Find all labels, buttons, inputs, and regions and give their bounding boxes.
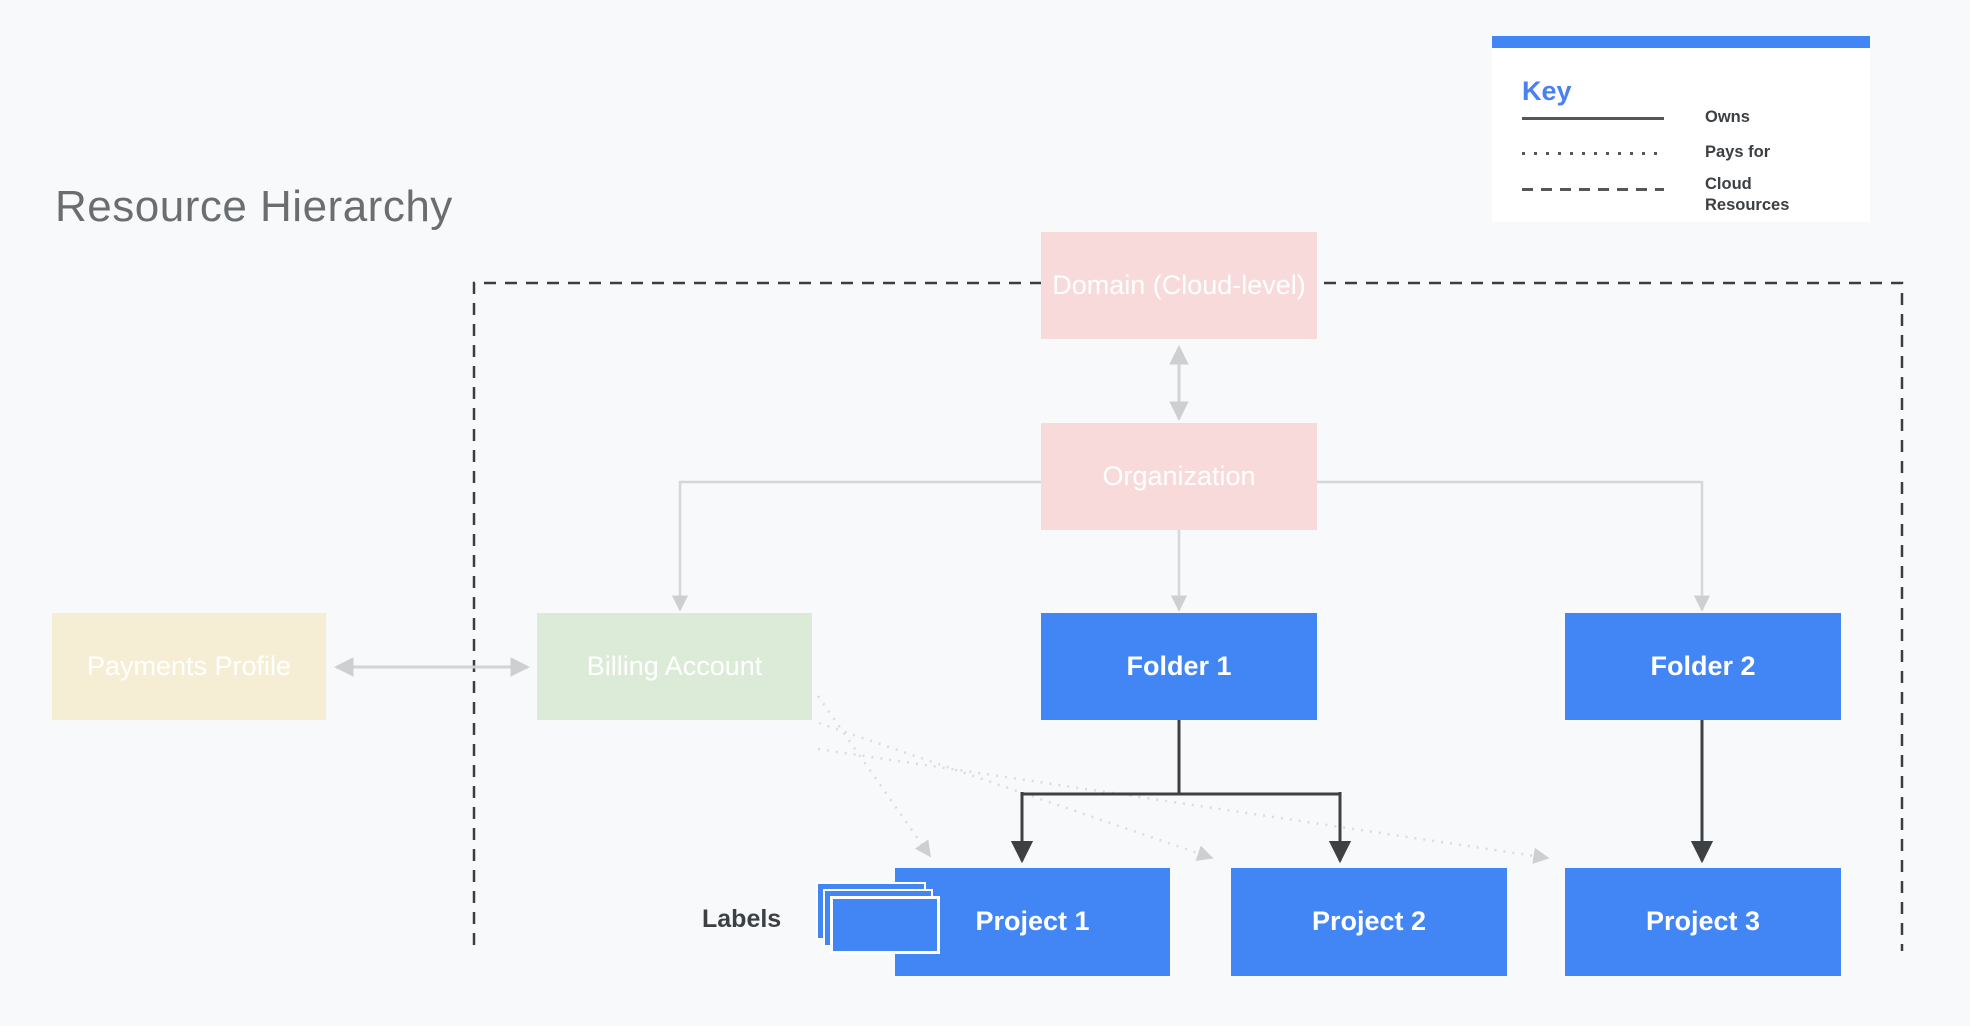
legend-label-pays-for: Pays for (1705, 143, 1771, 161)
billing-account-node: Billing Account (537, 613, 812, 720)
organization-folder2-connector (1317, 480, 1711, 612)
page-title: Resource Hierarchy (55, 182, 453, 231)
labels-stack-icon (816, 882, 948, 964)
folder1-branch (1021, 720, 1341, 796)
legend-accent-bar (1492, 36, 1870, 48)
legend-label-cloud-resources: Cloud Resources (1705, 175, 1790, 214)
folder1-node: Folder 1 (1041, 613, 1317, 720)
legend-dotted-line-pays-for (1522, 152, 1664, 155)
organization-billing-connector (671, 480, 1041, 612)
organization-node: Organization (1041, 423, 1317, 530)
domain-node: Domain (Cloud-level) (1041, 232, 1317, 339)
payments-profile-node: Payments Profile (52, 613, 326, 720)
legend-heading: Key (1522, 76, 1572, 106)
project3-node: Project 3 (1565, 868, 1841, 976)
labels-caption: Labels (702, 905, 782, 933)
legend-label-owns: Owns (1705, 108, 1750, 126)
billing-project2-paysfor (818, 721, 1214, 861)
billing-project3-paysfor (817, 747, 1550, 864)
project2-node: Project 2 (1231, 868, 1507, 976)
legend-dashed-line-cloud-resources (1522, 188, 1664, 191)
legend-key-box: Key Owns Pays for Cloud Resources (1492, 36, 1870, 222)
labels-card-front (830, 896, 940, 954)
project1-node: Project 1 (895, 868, 1170, 976)
billing-project1-paysfor (816, 695, 932, 858)
legend-solid-line-owns (1522, 117, 1664, 120)
folder2-node: Folder 2 (1565, 613, 1841, 720)
